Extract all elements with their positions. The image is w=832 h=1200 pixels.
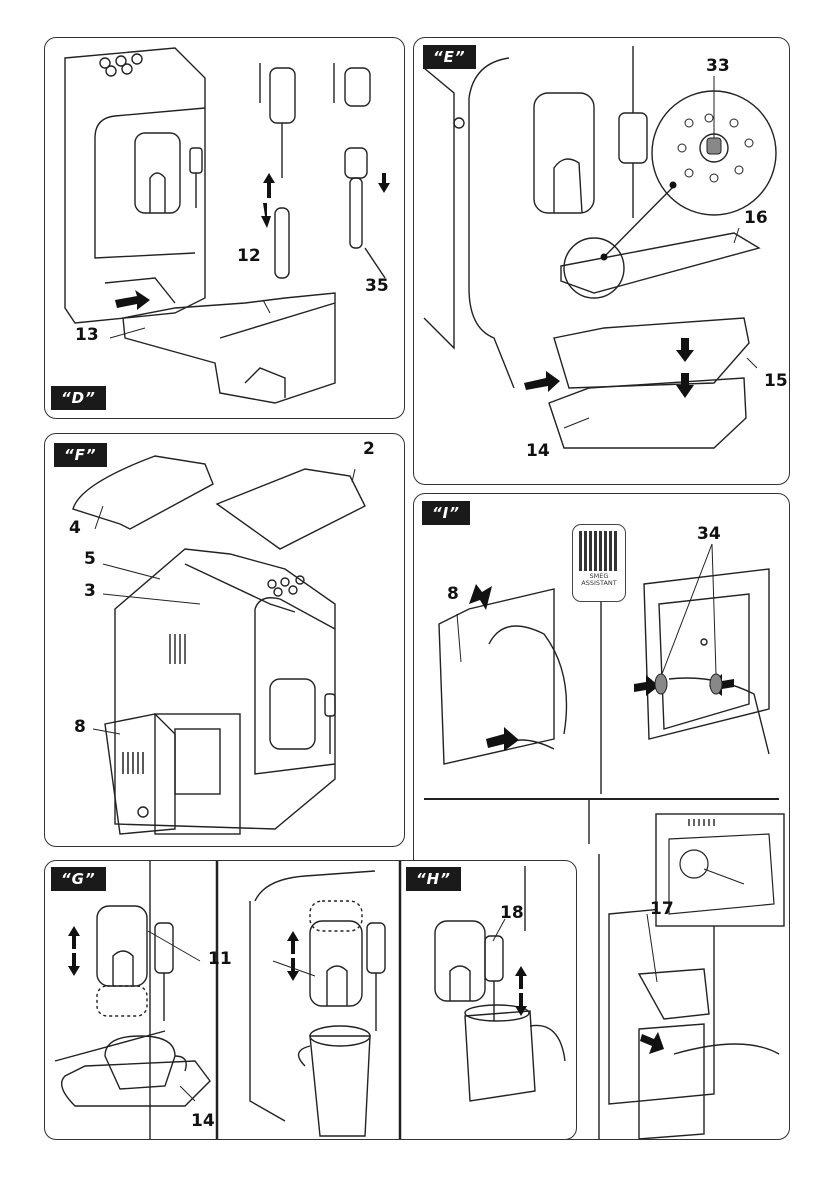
panel-g-h: 11 14 18 “G” “H” — [44, 860, 577, 1140]
panel-tag-d: “D” — [51, 386, 106, 410]
callout-14-g: 14 — [191, 1111, 215, 1131]
panel-g-h-illustration — [54, 861, 566, 1139]
callout-8: 8 — [74, 717, 86, 737]
panel-d: 12 13 35 “D” — [44, 37, 405, 419]
panel-e: 33 16 15 14 “E” — [413, 37, 790, 485]
callout-11: 11 — [208, 949, 232, 969]
callout-16: 16 — [744, 208, 768, 228]
qr-code-smeg-assistant[interactable]: SMEG ASSISTANT — [572, 524, 626, 602]
callout-3: 3 — [84, 581, 96, 601]
qr-code-icon — [579, 531, 619, 571]
callout-18: 18 — [500, 903, 524, 923]
panel-f-illustration — [72, 455, 366, 835]
callout-17: 17 — [650, 899, 674, 919]
qr-caption-line2: ASSISTANT — [581, 579, 617, 587]
callout-12: 12 — [237, 246, 261, 266]
callout-35: 35 — [365, 276, 389, 296]
callout-8-i: 8 — [447, 584, 459, 604]
panel-tag-h: “H” — [406, 867, 461, 891]
panel-tag-e: “E” — [423, 45, 476, 69]
panel-e-illustration — [423, 46, 777, 449]
callout-5: 5 — [84, 549, 96, 569]
callout-4: 4 — [69, 518, 81, 538]
panel-d-illustration — [64, 47, 390, 404]
callout-33: 33 — [706, 56, 730, 76]
qr-caption-line1: SMEG — [589, 572, 609, 580]
callout-34: 34 — [697, 524, 721, 544]
panel-i-illustration — [424, 543, 785, 1139]
panel-tag-f: “F” — [54, 443, 107, 467]
panel-f: 2 4 5 3 8 “F” — [44, 433, 405, 847]
panel-tag-g: “G” — [51, 867, 106, 891]
panel-tag-i: “I” — [422, 501, 470, 525]
callout-2: 2 — [363, 439, 375, 459]
callout-13: 13 — [75, 325, 99, 345]
callout-15: 15 — [764, 371, 788, 391]
callout-14: 14 — [526, 441, 550, 461]
